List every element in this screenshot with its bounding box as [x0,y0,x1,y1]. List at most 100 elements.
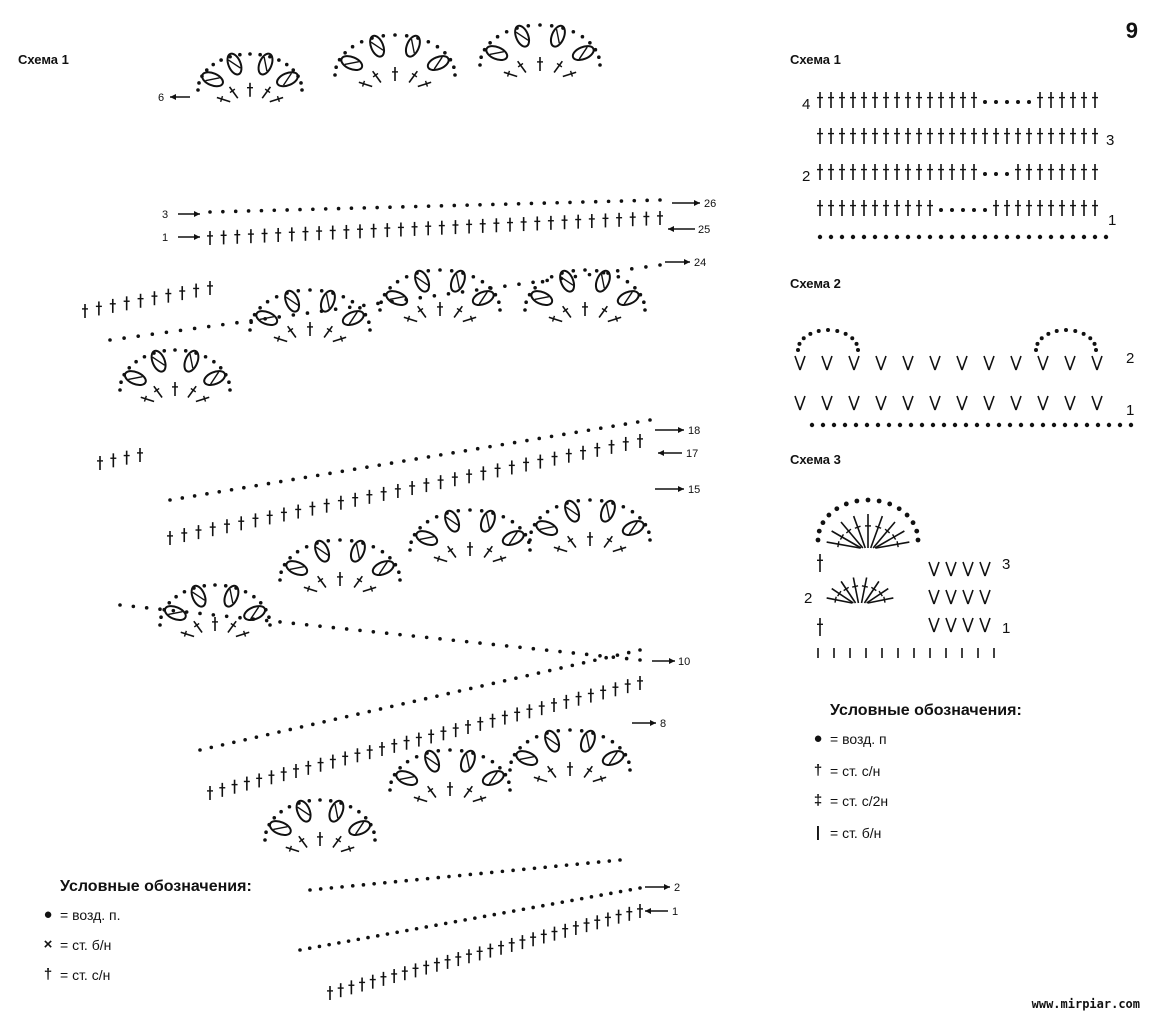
dc-stitch [916,128,922,144]
chain-stitch [451,451,455,455]
dc-stitch [567,762,573,776]
chain-stitch [198,748,202,752]
chain-stitch [826,512,832,518]
dc-stitch [949,92,955,108]
chain-stitch [333,717,338,722]
chain-stitch [443,50,447,55]
dc-stitch [534,216,541,231]
cluster-stitch [369,34,386,58]
chain-stitch [504,644,509,648]
chain-symbol: ● [813,730,823,747]
dc-stitch [861,200,867,216]
dc-stitch [303,585,318,593]
dc-stitch [440,726,447,741]
chain-stitch [618,745,622,750]
dc-stitch [247,82,253,97]
chain-stitch [601,270,606,275]
chain-stitch [581,200,585,204]
dc-stitch [479,218,486,233]
chain-stitch [835,328,840,333]
chain-stitch [481,754,486,759]
chain-stitch [1037,234,1043,240]
chain-stitch [588,498,592,502]
dc-stitch [179,286,186,301]
chain-stitch [127,365,132,370]
chain-stitch [395,930,399,935]
chain-stitch [319,309,324,313]
dc-stitch [97,456,103,470]
chain-stitch [897,422,903,428]
chain-stitch [887,501,893,507]
chain-stitch [638,886,642,890]
dc-stitch [451,472,458,487]
chain-stitch [249,318,253,323]
chain-stitch [1064,328,1068,332]
chain-stitch [267,615,271,619]
dc-stitch [894,128,900,144]
chain-stitch [501,514,506,519]
dc-stitch [466,469,473,484]
dc-stitch [624,679,631,694]
dc-stitch [865,514,871,548]
row-number-24: 24 [694,257,707,269]
cluster-stitch [449,269,466,293]
dc-stitch [268,770,275,785]
chain-stitch [854,341,859,346]
dc-stitch [465,949,472,964]
chain-stitch [468,508,472,512]
chain-stitch [545,509,550,514]
chain-stitch [914,528,920,534]
dc-stitch [949,128,955,144]
chain-stitch [883,234,889,240]
chain-stitch [347,305,352,310]
dc-stitch [476,946,483,961]
chain-stitch [223,583,228,588]
chain-stitch [864,422,870,428]
dc-stitch [455,952,462,967]
dc-stitch [392,67,398,81]
dc-stitch [123,296,130,311]
cluster-stitch [226,52,243,76]
dc-stitch [397,222,404,237]
chain-stitch [549,274,554,279]
chain-stitch [288,727,293,732]
chain-stitch [531,646,536,651]
chain-stitch [323,207,328,211]
cluster-stitch [549,24,566,48]
arrow-head [678,427,684,433]
row-number-18: 18 [688,425,701,437]
dc-stitch [137,448,143,462]
chain-stitch [318,624,322,628]
chain-stitch [362,206,367,210]
dc-stitch [537,454,544,469]
dc-stitch [562,70,577,78]
legend2-dc: † = ст. с/н [810,762,881,779]
dc-stitch [547,765,557,778]
chain-stitch [142,354,147,359]
chain-stitch [541,903,545,908]
main-legend-chain: ● = возд. п. [40,906,120,923]
chain-stitch [158,607,162,612]
chain-stitch [263,838,267,842]
chain-stitch [182,589,187,594]
chain-stitch [426,204,431,208]
chain-stitch [463,448,468,453]
dc-stitch [927,128,933,144]
dc-stitch [607,315,622,323]
chain-stitch [949,234,955,240]
dc-stitch [1026,164,1032,180]
schema1-row-2: 2 [802,168,811,185]
chain-stitch [547,668,552,673]
chain-stitch [555,200,559,205]
dc-stitch [850,128,856,144]
dc-stitch [603,535,613,548]
chain-stitch [554,504,559,509]
chain-stitch [258,305,262,310]
chain-stitch [638,648,642,652]
chain-stitch [615,268,620,273]
dc-stitch [1059,92,1065,108]
chain-stitch [206,324,211,329]
chain-stitch [509,760,513,764]
chain-stitch [1040,422,1046,428]
dc-stitch [466,219,473,234]
